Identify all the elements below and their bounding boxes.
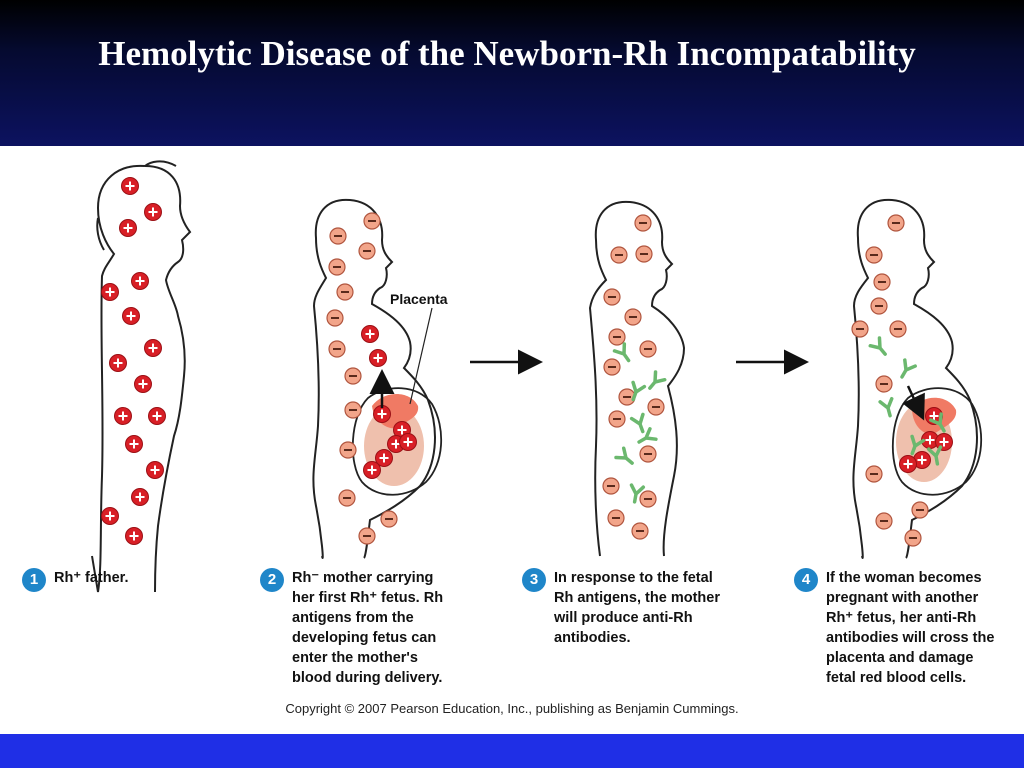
step-2: 2 Rh⁻ mother carrying her first Rh⁺ fetu… (260, 568, 500, 688)
step-1: 1 Rh⁺ father. (22, 568, 242, 592)
mother-silhouette-2 (312, 198, 436, 559)
mother-antibody-production-figure (588, 200, 686, 557)
step-3-badge: 3 (522, 568, 546, 592)
step-2-text: Rh⁻ mother carrying her first Rh⁺ fetus.… (292, 570, 444, 686)
mother-first-pregnancy-figure: Placenta (312, 198, 448, 559)
step-3: 3 In response to the fetal Rh antigens, … (522, 568, 762, 648)
placenta-label: Placenta (390, 291, 448, 307)
copyright-notice: Copyright © 2007 Pearson Education, Inc.… (285, 701, 739, 716)
placenta-leader-line (409, 307, 433, 405)
uterus-4 (891, 387, 983, 496)
mother-second-pregnancy-figure (851, 198, 983, 559)
step-2-badge: 2 (260, 568, 284, 592)
step-4: 4 If the woman becomes pregnant with ano… (794, 568, 1020, 688)
step-3-text: In response to the fetal Rh antigens, th… (554, 570, 720, 646)
father-figure (91, 160, 192, 593)
step-1-text: Rh⁺ father. (54, 570, 129, 586)
title-banner: Hemolytic Disease of the Newborn-Rh Inco… (0, 0, 1024, 146)
slide-title: Hemolytic Disease of the Newborn-Rh Inco… (98, 34, 916, 73)
father-silhouette (91, 160, 192, 593)
step-1-badge: 1 (22, 568, 46, 592)
antibody-crossing-arrow (902, 385, 925, 421)
bottom-bar (0, 734, 1024, 768)
mother-silhouette-3 (588, 200, 686, 557)
rh-incompatibility-diagram: Placenta (91, 160, 983, 593)
step-4-text: If the woman becomes pregnant with anoth… (826, 570, 995, 686)
step-4-badge: 4 (794, 568, 818, 592)
